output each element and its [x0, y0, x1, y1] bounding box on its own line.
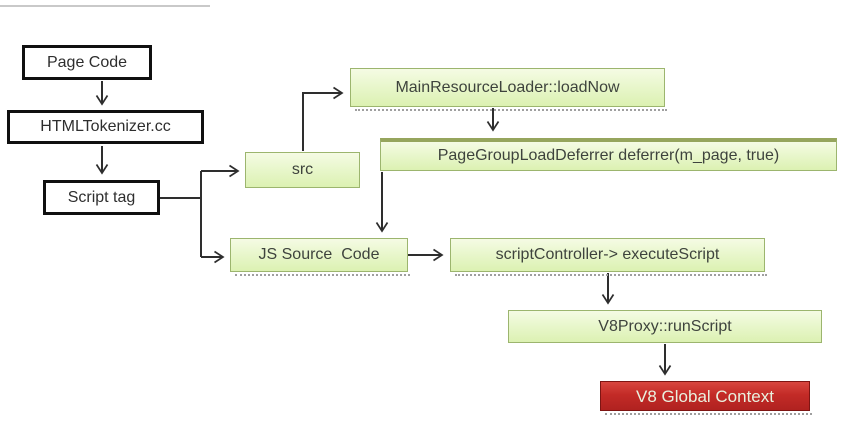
node-script-tag-label: Script tag	[67, 188, 136, 206]
node-src-label: src	[291, 161, 314, 178]
node-page-group-load-deferrer-label: PageGroupLoadDeferrer deferrer(m_page, t…	[437, 147, 780, 164]
node-main-resource-loader-label: MainResourceLoader::loadNow	[395, 78, 620, 96]
node-v8-global-context: V8 Global Context	[600, 381, 812, 415]
edge-src-mrl	[302, 86, 344, 151]
node-script-tag: Script tag	[43, 180, 160, 215]
node-html-tokenizer-label: HTMLTokenizer.cc	[40, 118, 171, 135]
node-page-code: Page Code	[22, 45, 152, 80]
node-page-group-load-deferrer: PageGroupLoadDeferrer deferrer(m_page, t…	[380, 138, 837, 171]
node-v8-proxy: V8Proxy::runScript	[508, 310, 822, 343]
top-divider-line	[0, 5, 210, 7]
node-page-code-label: Page Code	[46, 53, 128, 71]
node-script-controller: scriptController-> executeScript	[450, 238, 767, 276]
node-script-controller-label: scriptController-> executeScript	[495, 246, 720, 263]
node-v8-proxy-label: V8Proxy::runScript	[598, 317, 732, 335]
node-html-tokenizer: HTMLTokenizer.cc	[7, 110, 204, 144]
node-js-source-code-label: JS Source Code	[258, 246, 380, 263]
node-v8-global-context-label: V8 Global Context	[636, 386, 774, 406]
node-main-resource-loader: MainResourceLoader::loadNow	[350, 68, 667, 111]
node-js-source-code: JS Source Code	[230, 238, 410, 276]
node-src: src	[245, 152, 360, 188]
